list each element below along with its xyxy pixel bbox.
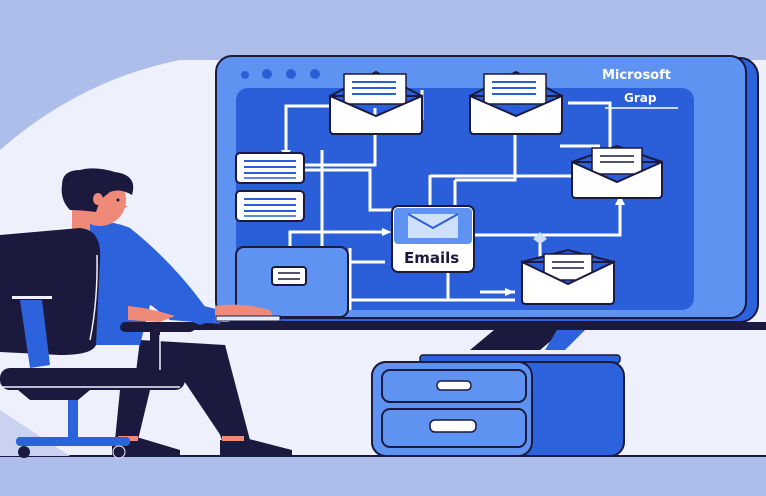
drawer-handle-icon [429,419,477,433]
window-dot-icon [262,69,272,79]
envelope-node [571,144,663,199]
emails-node-label: Emails [404,249,460,267]
hair [61,168,134,212]
desk-surface [120,322,766,330]
window-dot-icon [286,69,296,79]
envelope-node [469,70,563,135]
emails-node [391,205,475,273]
window-node [235,246,349,318]
monitor-stand [470,325,590,350]
monitor-title-line2: Grap [624,91,657,105]
window-dot-icon [241,71,249,79]
person [60,168,292,456]
document-node [235,190,305,222]
floor [0,456,766,496]
document-node [235,152,305,184]
drawer-handle-icon [436,380,472,391]
drawer-cabinet [371,354,625,457]
monitor-title-line1: Microsoft [602,68,671,83]
envelope-node [329,70,423,135]
keyboard [215,315,281,322]
office-chair [0,228,195,459]
envelope-node [521,248,615,305]
window-dot-icon [310,69,320,79]
